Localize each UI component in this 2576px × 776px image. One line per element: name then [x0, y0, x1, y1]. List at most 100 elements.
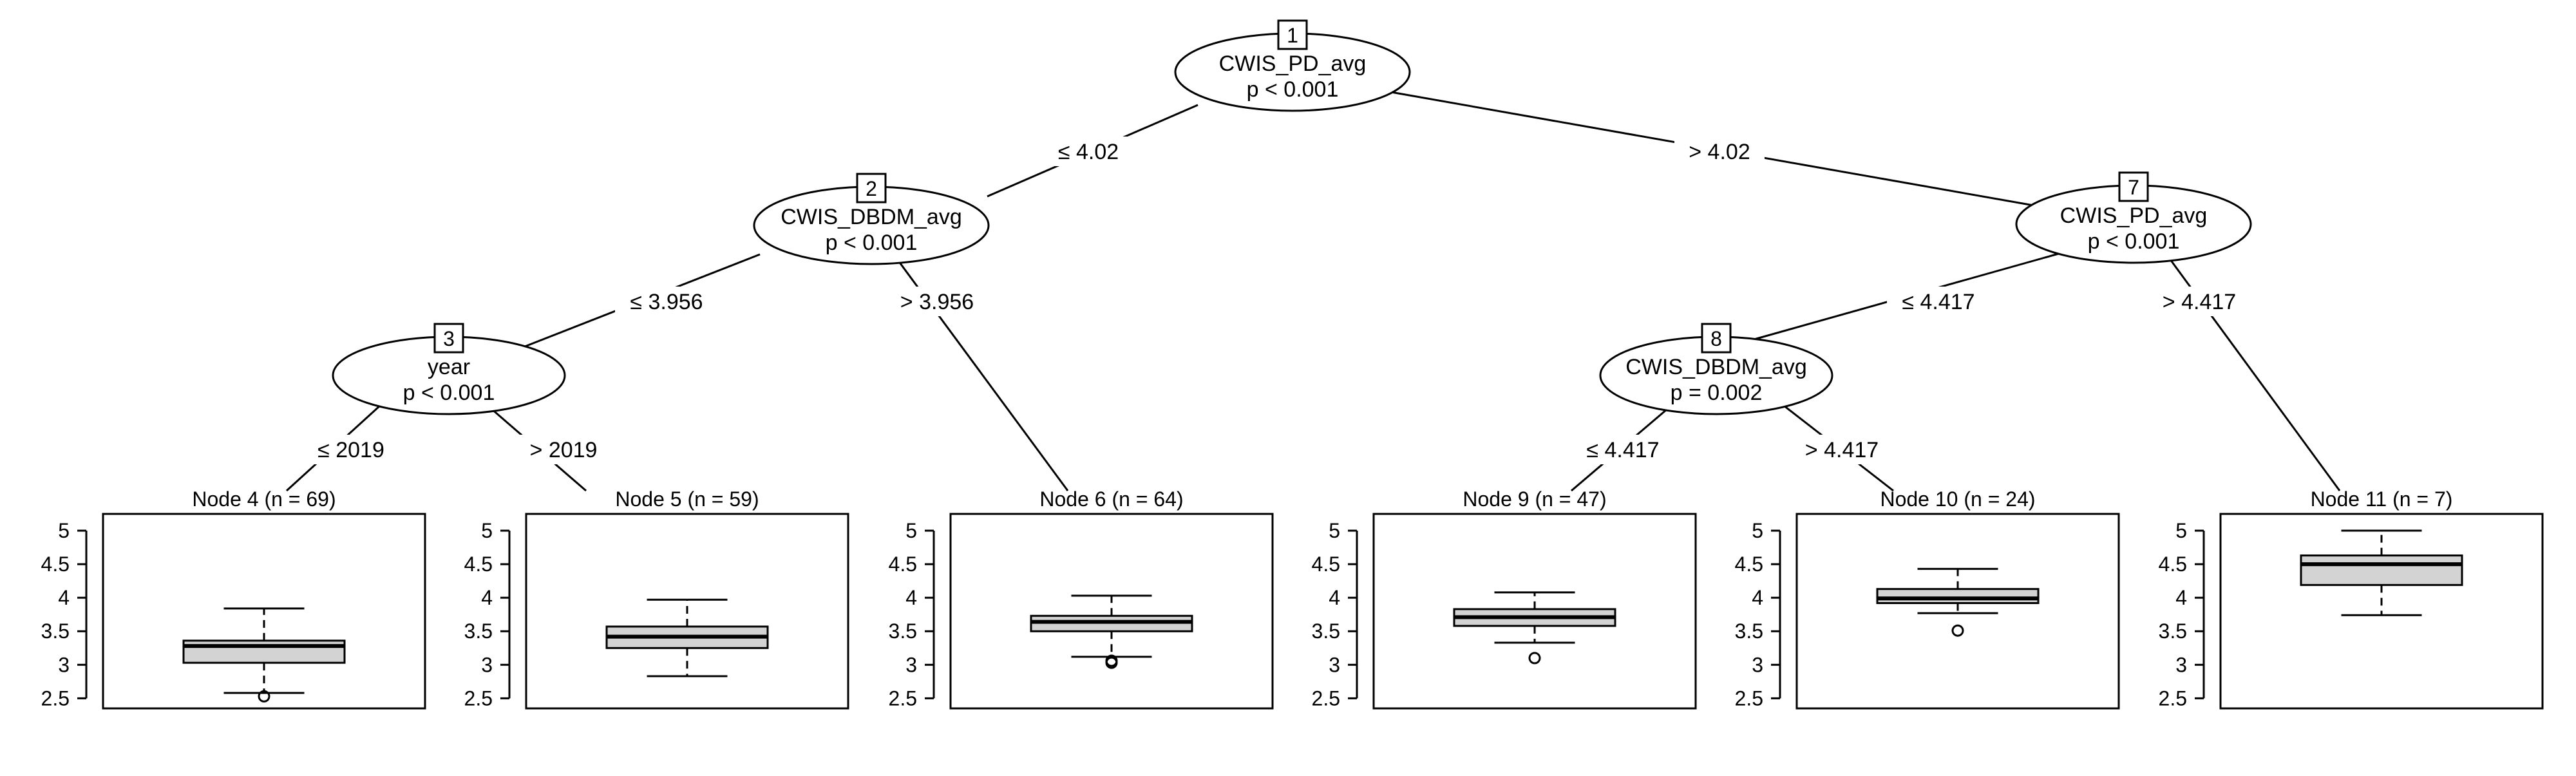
- panel-title-10: Node 10 (n = 24): [1880, 487, 2035, 511]
- node-variable-1: CWIS_PD_avg: [1219, 52, 1367, 76]
- y-axis-11: 2.5 3 3.5 4 4.5 5: [2159, 519, 2205, 710]
- panel-title-11: Node 11 (n = 7): [2311, 487, 2453, 511]
- y-tick-label: 5: [1329, 519, 1340, 542]
- node-variable-3: year: [428, 355, 470, 379]
- node-pvalue-3: p < 0.001: [403, 381, 495, 405]
- panel-title-9: Node 9 (n = 47): [1463, 487, 1606, 511]
- node-id-7: 7: [2128, 176, 2139, 199]
- boxplot-10: [1876, 567, 2040, 637]
- y-tick-label: 4.5: [1735, 553, 1763, 576]
- y-tick-label: 4.5: [41, 553, 70, 576]
- box-iqr: [1876, 588, 2040, 605]
- y-tick-label: 3: [2175, 653, 2187, 676]
- inner-node-1: 1 CWIS_PD_avg p < 0.001: [1174, 19, 1411, 112]
- y-tick-label: 4: [905, 586, 917, 609]
- panel-frame-5: [525, 513, 849, 710]
- node-variable-2: CWIS_DBDM_avg: [781, 205, 962, 229]
- outlier-point: [258, 690, 270, 703]
- boxplot-6: [1030, 594, 1193, 669]
- edge-label-3-5: > 2019: [530, 438, 598, 462]
- box-iqr: [182, 639, 346, 664]
- terminal-node-4: Node 4 (n = 69) 2.5 3 3.5 4 4.5 5: [41, 487, 426, 710]
- node-variable-7: CWIS_PD_avg: [2060, 203, 2208, 228]
- edge-label-2-3: ≤ 3.956: [630, 290, 703, 314]
- y-tick-label: 4: [58, 586, 70, 609]
- y-tick-label: 5: [905, 519, 917, 542]
- y-tick-label: 3: [481, 653, 493, 676]
- edge-label-3-4: ≤ 2019: [317, 438, 384, 462]
- node-id-1: 1: [1287, 24, 1298, 47]
- panel-frame-4: [102, 513, 426, 710]
- y-axis-9: 2.533.544.55: [1312, 519, 1358, 710]
- panel-frame-9: [1372, 513, 1697, 710]
- edge-label-8-10: > 4.417: [1805, 438, 1879, 462]
- inner-node-8: 8 CWIS_DBDM_avg p = 0.002: [1599, 323, 1833, 415]
- boxplot-11: [2300, 529, 2463, 616]
- y-tick-label: 4: [1752, 586, 1763, 609]
- y-axis-4: 2.5 3 3.5 4 4.5 5: [41, 519, 88, 710]
- outlier-point: [1528, 652, 1541, 665]
- inner-node-3: 3 year p < 0.001: [332, 323, 566, 415]
- y-tick-label: 3.5: [41, 620, 70, 643]
- edge-label-7-11: > 4.417: [2163, 290, 2236, 314]
- y-tick-label: 2.5: [41, 686, 70, 710]
- y-tick-label: 4.5: [1312, 553, 1340, 576]
- node-pvalue-1: p < 0.001: [1247, 77, 1339, 102]
- y-axis-6: 2.533.544.55: [889, 519, 935, 710]
- y-tick-label: 5: [481, 519, 493, 542]
- edge-labels: ≤ 4.02 > 4.02 ≤ 3.956 > 3.956 ≤ 2019 > 2…: [306, 137, 2251, 464]
- y-tick-label: 3.5: [2159, 620, 2187, 643]
- terminal-node-11: Node 11 (n = 7) 2.5 3 3.5 4 4.5 5: [2159, 487, 2544, 710]
- node-id-8: 8: [1710, 327, 1722, 350]
- y-tick-label: 3: [905, 653, 917, 676]
- edge-label-1-7: > 4.02: [1689, 140, 1750, 164]
- y-tick-label: 2.5: [1312, 686, 1340, 710]
- y-tick-label: 2.5: [2159, 686, 2187, 710]
- outlier-point: [1951, 624, 1964, 637]
- y-tick-label: 4.5: [2159, 553, 2187, 576]
- y-tick-label: 3: [1329, 653, 1340, 676]
- node-pvalue-7: p < 0.001: [2088, 229, 2180, 254]
- boxplot-4: [182, 607, 346, 703]
- panel-title-4: Node 4 (n = 69): [192, 487, 336, 511]
- y-tick-label: 5: [2175, 519, 2187, 542]
- y-tick-label: 4.5: [464, 553, 493, 576]
- y-tick-label: 4: [481, 586, 493, 609]
- y-tick-label: 3: [58, 653, 70, 676]
- terminal-node-9: Node 9 (n = 47) 2.533.544.55: [1312, 487, 1697, 710]
- terminal-node-10: Node 10 (n = 24) 2.5 3 3.5 4 4.5 5: [1735, 487, 2120, 710]
- y-tick-label: 5: [1752, 519, 1763, 542]
- y-tick-label: 3.5: [464, 620, 493, 643]
- panel-title-6: Node 6 (n = 64): [1039, 487, 1183, 511]
- y-tick-label: 4: [2175, 586, 2187, 609]
- node-id-3: 3: [443, 327, 455, 350]
- node-variable-8: CWIS_DBDM_avg: [1625, 355, 1807, 379]
- y-axis-10: 2.5 3 3.5 4 4.5 5: [1735, 519, 1781, 710]
- panel-title-5: Node 5 (n = 59): [615, 487, 759, 511]
- edge-label-7-8: ≤ 4.417: [1902, 290, 1975, 314]
- panel-frame-10: [1795, 513, 2120, 710]
- y-tick-label: 3: [1752, 653, 1763, 676]
- boxplot-5: [605, 598, 769, 677]
- outlier-point: [1105, 654, 1118, 667]
- y-tick-label: 2.5: [464, 686, 493, 710]
- boxplot-9: [1453, 591, 1616, 665]
- y-tick-label: 2.5: [1735, 686, 1763, 710]
- edge-label-8-9: ≤ 4.417: [1586, 438, 1659, 462]
- y-tick-label: 3.5: [889, 620, 917, 643]
- edges: [285, 91, 2341, 492]
- edge-label-2-6: > 3.956: [900, 290, 974, 314]
- y-tick-label: 5: [58, 519, 70, 542]
- node-pvalue-2: p < 0.001: [826, 231, 918, 255]
- y-tick-label: 3.5: [1735, 620, 1763, 643]
- node-pvalue-8: p = 0.002: [1671, 381, 1763, 405]
- edge-label-1-2: ≤ 4.02: [1058, 140, 1119, 164]
- y-tick-label: 3.5: [1312, 620, 1340, 643]
- box-iqr: [2300, 554, 2463, 586]
- inner-node-7: 7 CWIS_PD_avg p < 0.001: [2015, 171, 2252, 264]
- panel-frame-6: [949, 513, 1274, 710]
- y-tick-label: 4.5: [889, 553, 917, 576]
- y-axis-5: 2.5 3 3.5 4 4.5 5: [464, 519, 511, 710]
- inner-node-2: 2 CWIS_DBDM_avg p < 0.001: [753, 173, 990, 265]
